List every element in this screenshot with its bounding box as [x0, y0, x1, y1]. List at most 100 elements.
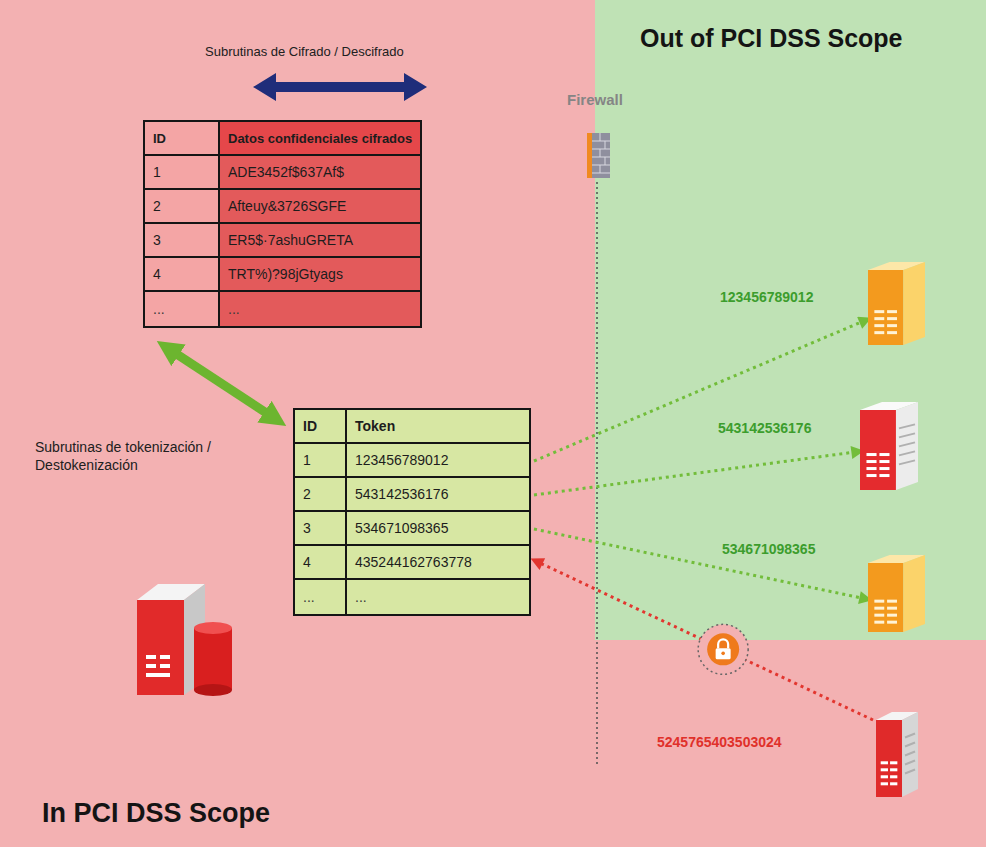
brick-line: [592, 173, 610, 174]
table-cell: 4: [145, 258, 220, 292]
server-node: 534671098365: [868, 555, 925, 632]
table-text: ...: [228, 301, 240, 317]
table-cell: ID: [145, 122, 220, 156]
server-vent: [874, 614, 884, 617]
server-vent: [887, 614, 897, 617]
table-text: ...: [355, 589, 367, 605]
server-top: [876, 712, 918, 720]
server-top: [868, 262, 925, 270]
table-cell: ...: [295, 580, 347, 614]
edge-label: Subrutinas de tokenización / Destokeniza…: [35, 438, 275, 474]
table-cell: 3: [145, 224, 220, 258]
table-text: 2: [303, 486, 311, 502]
table-text: ID: [303, 418, 317, 434]
server-vent: [890, 775, 897, 778]
server-vent: [879, 474, 889, 477]
server-stripe: [905, 743, 915, 747]
brick-line: [605, 141, 606, 149]
brick-line: [600, 133, 601, 141]
server-stripe: [905, 752, 915, 756]
table-cell: 123456789012: [347, 444, 529, 478]
token-value: 543142536176: [718, 420, 811, 436]
server-stripe: [899, 451, 915, 455]
table-cell: 3: [295, 512, 347, 546]
server-vent: [887, 621, 897, 624]
table-text: Afteuy&3726SGFE: [228, 198, 346, 214]
data-table: ID Datos confidenciales cifrados 1 ADE3452f…: [143, 120, 422, 328]
tokenization-arrow: [172, 351, 271, 416]
firewall-bricks: [592, 133, 610, 173]
server-top: [860, 402, 918, 410]
server-stripe: [905, 770, 915, 774]
server-front: [876, 720, 902, 797]
server-node: 5245765403503024: [876, 712, 918, 797]
server-vent: [874, 621, 884, 624]
table-cell: 435244162763778: [347, 546, 529, 580]
server-node: 123456789012: [868, 262, 925, 345]
table-cell: ...: [145, 292, 220, 326]
server-vent: [874, 317, 884, 320]
table-text: 3: [153, 232, 161, 248]
token-value: 123456789012: [720, 289, 813, 305]
table-cell: ADE3452f$637Af$: [220, 156, 420, 190]
brick-line: [592, 165, 610, 166]
lock-keyhole: [721, 652, 725, 656]
server-vent: [874, 600, 884, 603]
server-vent: [874, 310, 884, 313]
table-cell: 543142536176: [347, 478, 529, 512]
server-side: [903, 262, 925, 345]
table-cell: 2: [145, 190, 220, 224]
table-text: Token: [355, 418, 395, 434]
server-side: [896, 402, 918, 490]
token-flow-arrow: [540, 563, 873, 720]
server-vent: [890, 782, 897, 785]
server-stripe: [899, 442, 915, 446]
lock-disc: [707, 633, 739, 665]
lock-symbol: [698, 624, 748, 674]
table-text: 534671098365: [355, 520, 448, 536]
table-cell: Token: [347, 410, 529, 444]
server-vent: [887, 310, 897, 313]
out-of-scope-ground: [595, 0, 986, 640]
token-flow-arrow: [534, 322, 862, 461]
server-vent: [879, 460, 889, 463]
server-vent: [890, 768, 897, 771]
double-arrow: [253, 73, 427, 101]
table-text: 123456789012: [355, 452, 448, 468]
server-vent: [160, 664, 170, 668]
lock-body: [716, 648, 731, 659]
server-vent: [874, 331, 884, 334]
firewall-edge: [587, 133, 592, 178]
server-vent: [866, 467, 876, 470]
table-text: ID: [153, 131, 166, 146]
server-vent: [887, 324, 897, 327]
server-vent: [890, 761, 897, 764]
server-stripe: [899, 460, 915, 464]
table-cell: 4: [295, 546, 347, 580]
firewall-boundary: [596, 182, 598, 765]
server-icon: [876, 712, 918, 797]
lock-ring: [698, 624, 748, 674]
brick-line: [605, 157, 606, 165]
lock-shackle: [718, 639, 728, 648]
server-stripe: [905, 761, 915, 765]
scope-title: In PCI DSS Scope: [42, 798, 270, 829]
server-vent: [887, 331, 897, 334]
server-icon: [860, 402, 918, 490]
scope-region: Out of PCI DSS Scope12345678901254314253…: [595, 0, 986, 640]
data-table: ID Token 1 123456789012 2 5431425361763 534671…: [293, 408, 531, 616]
table-text: TRT%)?98jGtyags: [228, 266, 343, 282]
server-vent: [160, 655, 170, 659]
server-node: 543142536176: [860, 402, 918, 490]
server-vent: [879, 453, 889, 456]
table-cell: 1: [295, 444, 347, 478]
server-database-icon: [137, 584, 232, 696]
table-text: 1: [153, 164, 161, 180]
table-text: Datos confidenciales cifrados: [228, 131, 412, 146]
table-text: 1: [303, 452, 311, 468]
server-vent: [881, 775, 888, 778]
table-cell: ER5$·7ashuGRETA: [220, 224, 420, 258]
database-top: [194, 622, 232, 634]
